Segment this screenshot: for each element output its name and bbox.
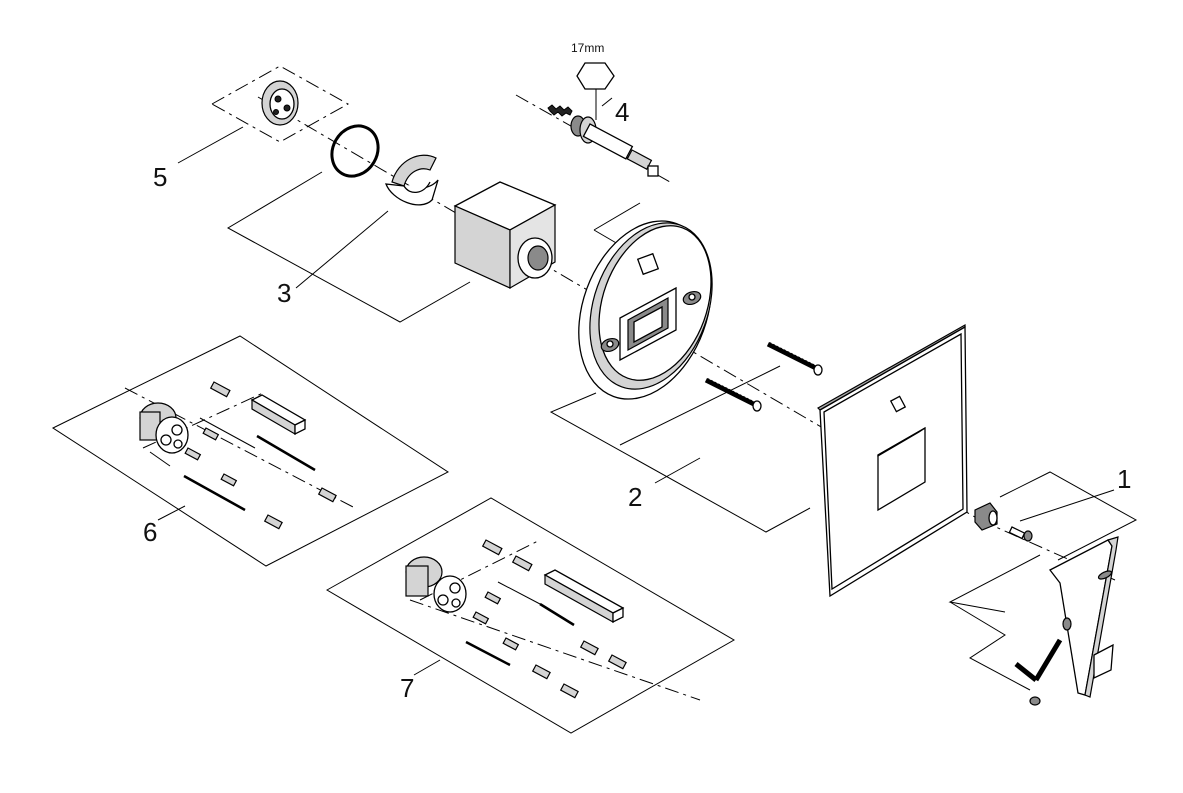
cover-plate	[817, 323, 968, 598]
callout-2: 2	[549, 365, 811, 533]
part-6-kit	[51, 335, 449, 567]
part-2-mounting-plate	[578, 220, 713, 400]
callout-6-number: 6	[143, 517, 157, 547]
callout-1: 1	[948, 464, 1138, 691]
callout-3: 3	[226, 171, 471, 323]
callout-5: 5	[153, 126, 244, 192]
callout-4: 4	[615, 97, 629, 127]
retainer-clip	[385, 154, 439, 206]
callout-1-number: 1	[1117, 464, 1131, 494]
part-4-bracket	[593, 202, 641, 245]
callout-7-number: 7	[400, 673, 414, 703]
part-4-spindle: 17mm	[547, 41, 659, 177]
callout-5-number: 5	[153, 162, 167, 192]
callout-3-number: 3	[277, 278, 291, 308]
callout-2-number: 2	[628, 482, 642, 512]
hex-wrench-icon	[576, 62, 615, 90]
callout-6: 6	[143, 505, 186, 547]
part-1-handle	[974, 502, 1119, 706]
o-ring	[330, 124, 380, 178]
callout-7: 7	[400, 659, 441, 703]
square-sleeve	[453, 181, 557, 290]
part-7-kit	[325, 497, 735, 734]
part-2-screws	[704, 340, 823, 412]
callout-4-number: 4	[615, 97, 629, 127]
part-5-cartridge	[210, 65, 350, 143]
wrench-size-label: 17mm	[571, 41, 604, 55]
